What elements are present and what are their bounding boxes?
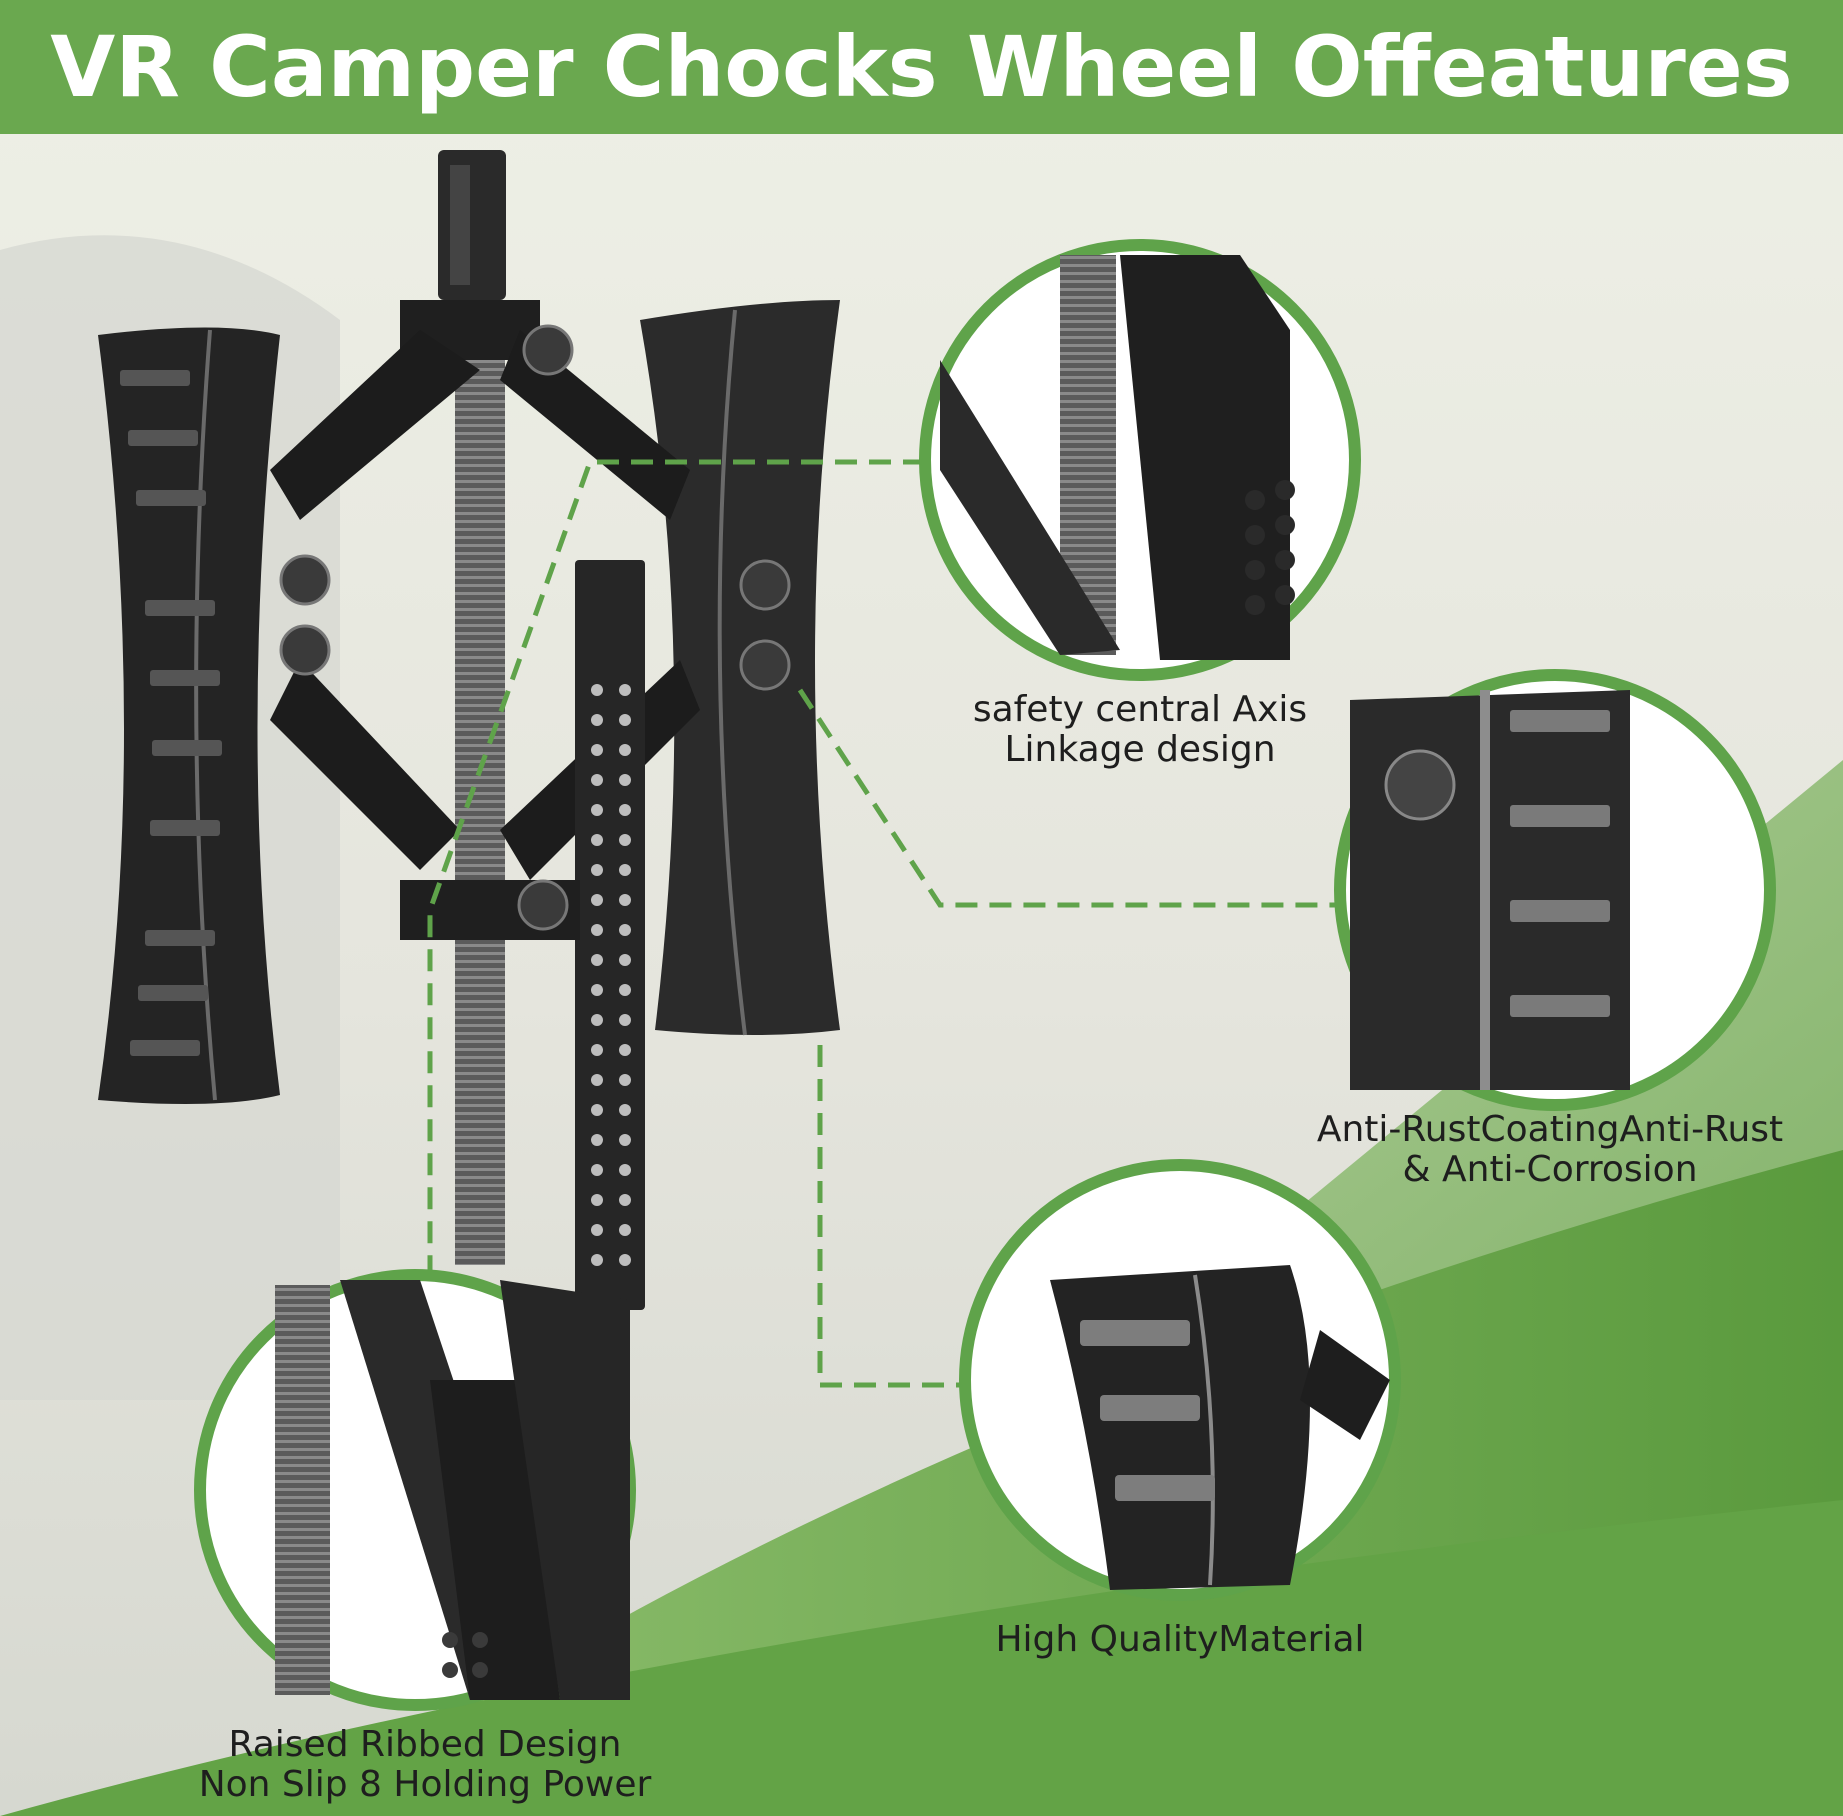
page-title: VR Camper Chocks Wheel Offeatures	[50, 18, 1793, 116]
material-caption: High QualityMaterial	[960, 1620, 1400, 1660]
title-banner: VR Camper Chocks Wheel Offeatures	[0, 0, 1843, 134]
material-caption-line1: High QualityMaterial	[995, 1619, 1365, 1660]
ribbed-detail-circle	[194, 1269, 636, 1711]
axis-caption: safety central Axis Linkage design	[940, 690, 1340, 770]
ribbed-caption-line1: Raised Ribbed Design	[228, 1724, 622, 1765]
axis-caption-line1: safety central Axis	[972, 689, 1308, 730]
material-detail-circle	[959, 1159, 1401, 1601]
axis-detail-circle	[919, 239, 1361, 681]
rust-caption-line1: Anti-RustCoatingAnti-Rust	[1316, 1109, 1784, 1150]
ribbed-caption: Raised Ribbed Design Non Slip 8 Holding …	[155, 1725, 695, 1805]
rust-caption-line2: & Anti-Corrosion	[1402, 1149, 1698, 1190]
rust-caption: Anti-RustCoatingAnti-Rust & Anti-Corrosi…	[1270, 1110, 1830, 1190]
ribbed-caption-line2: Non Slip 8 Holding Power	[198, 1764, 652, 1805]
rust-detail-circle	[1334, 669, 1776, 1111]
axis-caption-line2: Linkage design	[1004, 729, 1276, 770]
